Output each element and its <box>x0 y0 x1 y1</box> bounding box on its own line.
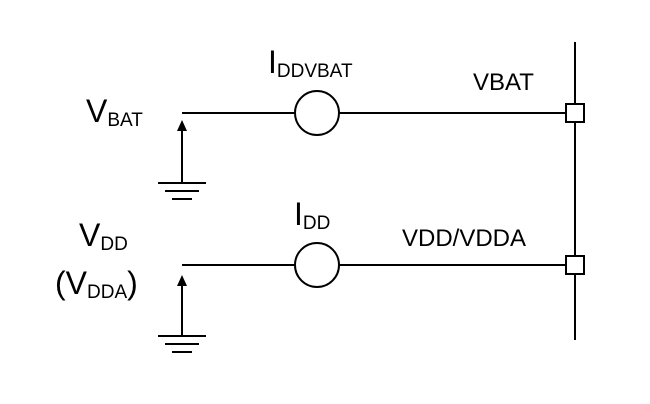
vdd-source-arrowhead <box>177 275 187 286</box>
vdd-pin-label: VDD/VDDA <box>402 225 526 252</box>
vbat-source-arrowhead <box>177 120 187 131</box>
iddvbat-meter-label: IDDVBAT <box>268 44 353 82</box>
iddvbat-ammeter-circle <box>294 90 340 136</box>
vdd-pin-square <box>565 255 585 275</box>
vbat-source-label: VBAT <box>86 93 143 131</box>
vdd-source-label: VDD <box>79 217 128 255</box>
vdda-source-label: (VDDA) <box>55 265 138 303</box>
vbat-pin-label: VBAT <box>473 69 534 96</box>
vbat-pin-square <box>565 103 585 123</box>
idd-meter-label: IDD <box>294 196 330 234</box>
idd-ammeter-circle <box>294 242 340 288</box>
